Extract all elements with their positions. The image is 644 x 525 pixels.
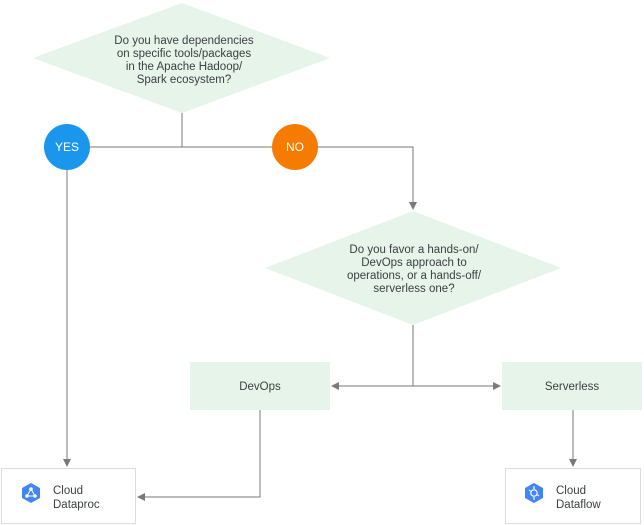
decision-devops-serverless: Do you favor a hands-on/ DevOps approach… xyxy=(265,211,561,325)
decision-dependencies: Do you have dependencies on specific too… xyxy=(33,3,330,113)
dataproc-line-1: Cloud xyxy=(53,485,83,497)
decision-1-line-1: Do you have dependencies xyxy=(114,35,254,47)
no-label: NO xyxy=(286,140,304,154)
yes-node: YES xyxy=(44,124,90,170)
no-circle xyxy=(272,124,318,170)
serverless-box: Serverless xyxy=(502,362,642,410)
serverless-label: Serverless xyxy=(545,381,600,393)
decision-2-line-2: DevOps approach to xyxy=(361,257,466,269)
no-to-q2-arrow xyxy=(318,146,417,210)
devops-label: DevOps xyxy=(239,381,281,393)
no-node: NO xyxy=(272,124,318,170)
yes-circle xyxy=(44,124,90,170)
devops-rect xyxy=(190,362,330,410)
decision-diamond-2 xyxy=(265,211,561,325)
dataflow-line-2: Dataflow xyxy=(556,499,601,511)
decision-2-line-3: operations, or a hands-off/ xyxy=(347,270,482,282)
decision-1-line-2: on specific tools/packages xyxy=(117,48,251,60)
devops-to-dataproc-arrow xyxy=(137,410,261,501)
dataproc-line-2: Dataproc xyxy=(53,499,100,511)
decision-diamond-1 xyxy=(33,3,330,113)
decision-2-line-1: Do you favor a hands-on/ xyxy=(349,244,479,256)
decision-1-line-3: in the Apache Hadoop/ xyxy=(126,61,243,73)
connectors xyxy=(63,113,577,501)
dataflow-card: Cloud Dataflow xyxy=(505,468,641,524)
yes-label: YES xyxy=(55,140,79,154)
decision-2-line-4: serverless one? xyxy=(373,283,454,295)
dataproc-card: Cloud Dataproc xyxy=(1,468,136,524)
dataflow-line-1: Cloud xyxy=(556,485,586,497)
dataproc-icon xyxy=(22,483,40,503)
dataflow-icon xyxy=(525,483,543,503)
serverless-rect xyxy=(502,362,642,410)
decision-1-line-4: Spark ecosystem? xyxy=(137,74,232,86)
devops-box: DevOps xyxy=(190,362,330,410)
